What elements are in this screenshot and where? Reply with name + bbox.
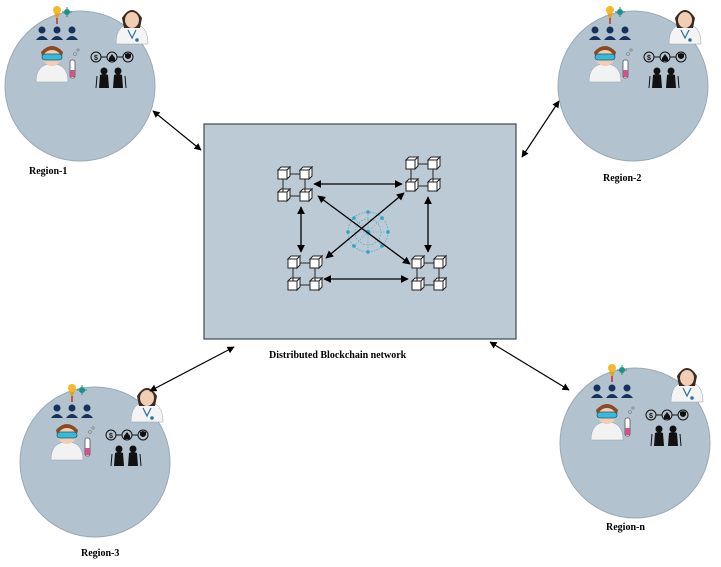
link-tr-bl — [325, 192, 405, 259]
link-region-2 — [521, 100, 560, 158]
region-n-circle — [559, 363, 711, 519]
network-caption: Distributed Blockchain network — [269, 350, 407, 361]
region-2-label: Region-2 — [603, 173, 642, 184]
region-2-circle — [557, 5, 709, 162]
blockchain-network-box — [203, 123, 517, 340]
link-region-1 — [152, 110, 202, 151]
region-1-circle — [4, 5, 156, 162]
region-n-label: Region-n — [606, 522, 645, 533]
region-1-label: Region-1 — [29, 166, 68, 177]
link-region-n — [489, 341, 570, 391]
region-3-label: Region-3 — [81, 548, 120, 559]
region-3-circle — [19, 383, 171, 538]
link-region-3 — [149, 346, 235, 392]
